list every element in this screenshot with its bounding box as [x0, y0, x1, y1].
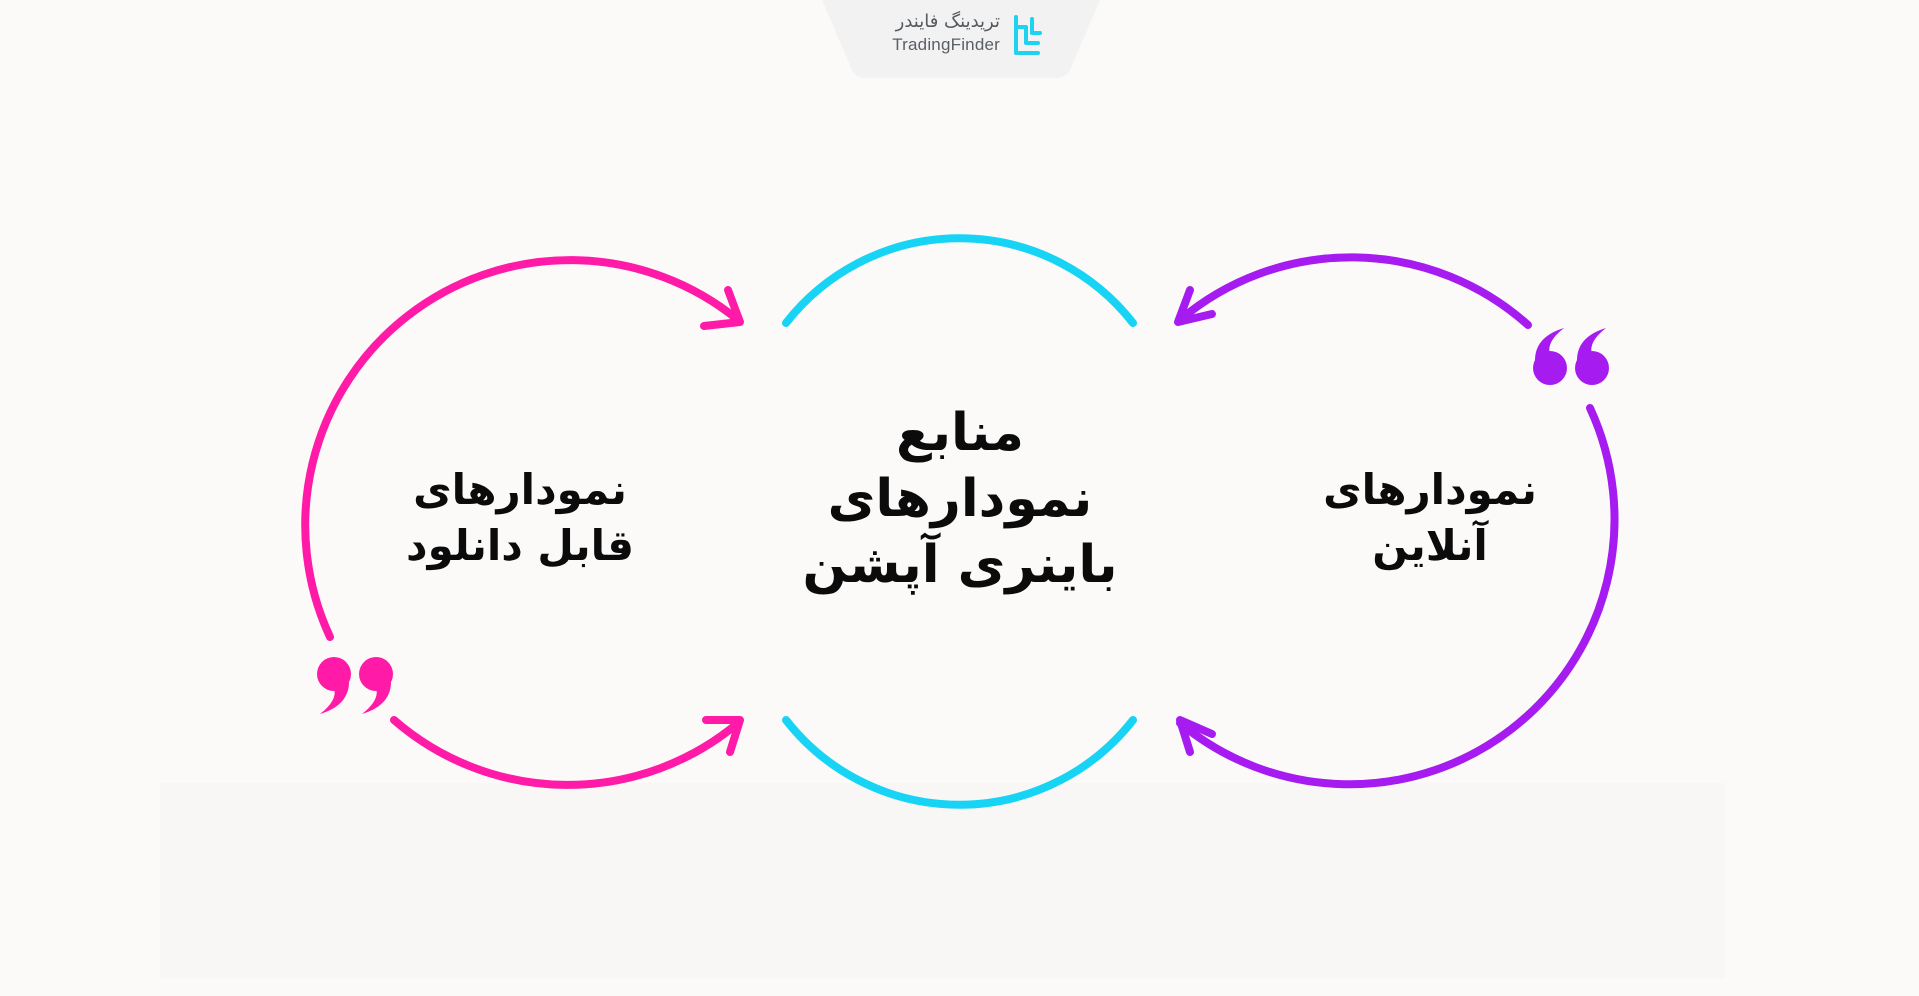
tradingfinder-logo-icon — [1014, 15, 1042, 55]
center-title-line-2: نمودارهای — [827, 469, 1093, 529]
closing-quote-icon — [317, 657, 393, 714]
left-top-arrowhead — [700, 286, 744, 330]
left-bottom-arc — [390, 716, 742, 789]
left-label: نمودارهای قابل دانلود — [370, 462, 670, 574]
left-label-line-1: نمودارهای — [413, 465, 627, 514]
center-title-line-1: منابع — [896, 403, 1024, 463]
left-top-arc — [301, 256, 742, 641]
background-band — [160, 783, 1725, 978]
right-bottom-arrowhead — [1176, 716, 1216, 756]
right-top-arrowhead — [1174, 286, 1216, 326]
brand-name-fa: تریدینگ فایندر — [895, 11, 1000, 32]
right-label: نمودارهای آنلاین — [1280, 462, 1580, 574]
center-title: منابع نمودارهای باینری آپشن — [760, 400, 1160, 598]
right-side-arc — [1176, 404, 1619, 789]
opening-quote-icon — [1533, 328, 1609, 385]
center-top-arc — [782, 234, 1137, 327]
right-label-line-2: آنلاین — [1372, 521, 1488, 570]
right-label-line-1: نمودارهای — [1323, 465, 1537, 514]
center-title-line-3: باینری آپشن — [802, 535, 1118, 595]
brand-name: تریدینگ فایندر TradingFinder — [892, 10, 1000, 56]
left-bottom-arrowhead — [702, 716, 744, 756]
left-label-line-2: قابل دانلود — [406, 521, 634, 570]
right-top-arc — [1176, 253, 1532, 329]
center-bottom-arc — [782, 716, 1137, 809]
brand-name-en: TradingFinder — [892, 35, 1000, 54]
